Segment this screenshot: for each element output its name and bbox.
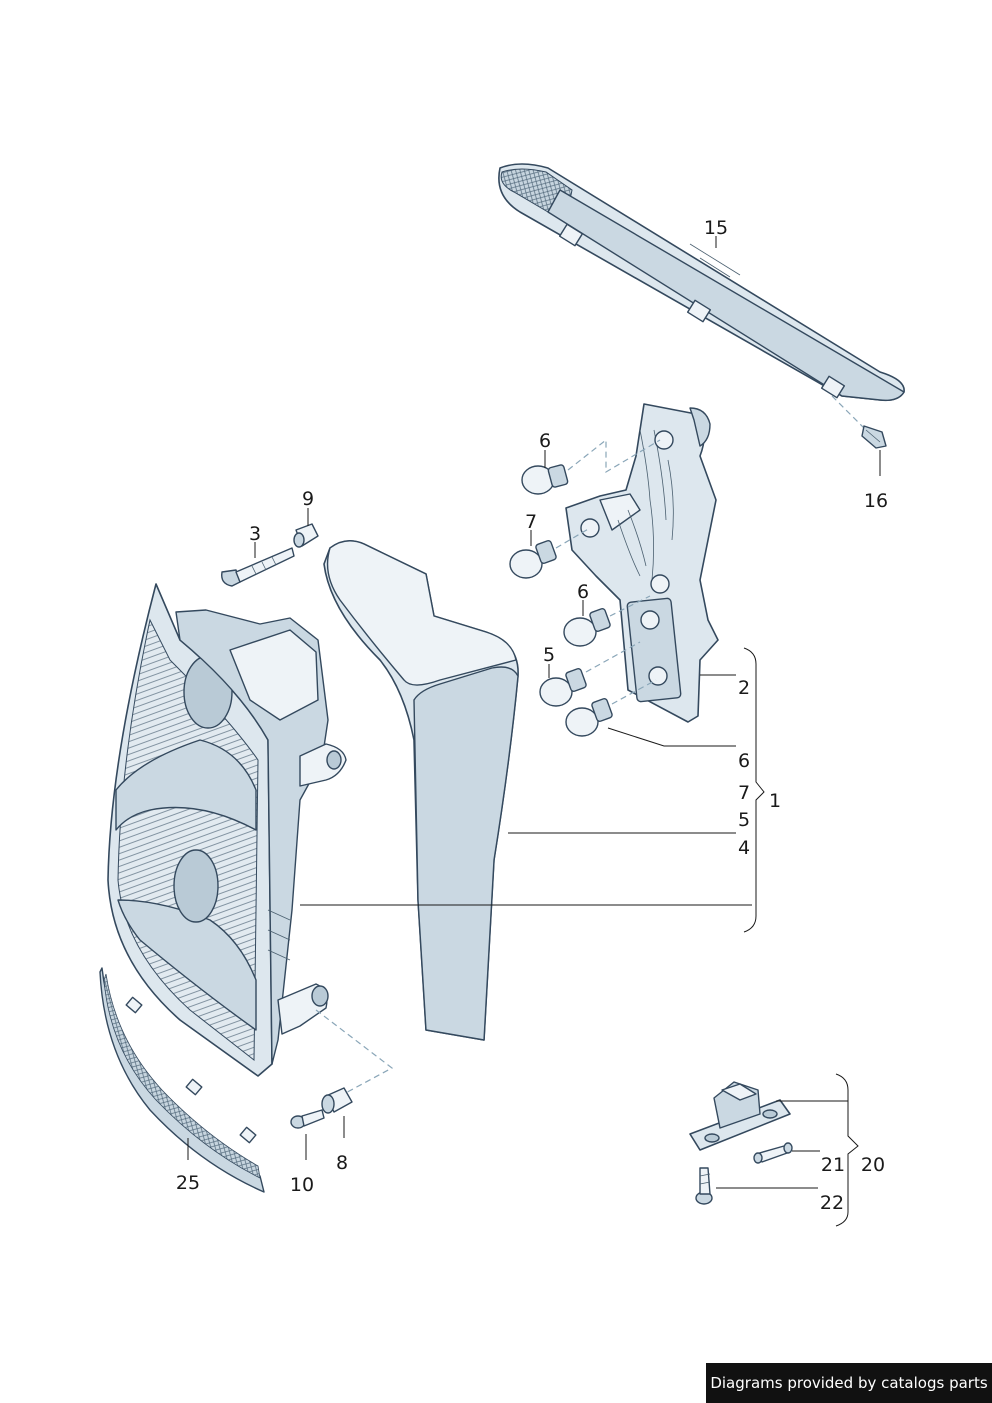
bulb-6-low (565, 698, 613, 737)
callout-5-right: 5 (738, 809, 750, 831)
bulb-5 (539, 668, 587, 707)
callout-6-right: 6 (738, 750, 750, 772)
nut-8 (321, 1087, 353, 1114)
callout-7-right: 7 (738, 782, 750, 804)
tail-light-housing (107, 583, 347, 1077)
brake-light-bar (498, 163, 905, 402)
bulb-6-top (521, 464, 569, 495)
callout-6-mid: 6 (577, 581, 589, 603)
screw-16 (831, 395, 887, 449)
bulb-21 (753, 1142, 793, 1164)
license-plate-light (689, 1081, 791, 1151)
callout-4: 4 (738, 837, 750, 859)
callout-20: 20 (861, 1154, 885, 1176)
screw-22 (695, 1167, 713, 1205)
callout-21: 21 (821, 1154, 845, 1176)
cap-9 (293, 523, 319, 548)
footer-credit: Diagrams provided by catalogs parts (706, 1363, 992, 1403)
callout-8: 8 (336, 1152, 348, 1174)
callout-5-left: 5 (543, 644, 555, 666)
bulb-carrier (565, 403, 719, 723)
callout-22: 22 (820, 1192, 844, 1214)
callout-15: 15 (704, 217, 728, 239)
callout-9: 9 (302, 488, 314, 510)
callout-10: 10 (290, 1174, 314, 1196)
leader-lines (187, 236, 881, 1227)
callout-3: 3 (249, 523, 261, 545)
reflector-25 (99, 967, 265, 1193)
callout-2: 2 (738, 677, 750, 699)
bolt-3 (221, 547, 295, 587)
callout-16: 16 (864, 490, 888, 512)
callout-7-left: 7 (525, 511, 537, 533)
housing-seal (323, 540, 519, 1041)
bulb-7 (509, 540, 557, 579)
bulb-6-mid (563, 608, 611, 647)
callout-25: 25 (176, 1172, 200, 1194)
callout-labels: 15 16 6 7 9 3 6 5 2 6 7 5 4 1 25 10 8 21… (176, 217, 888, 1214)
callout-6-top: 6 (539, 430, 551, 452)
callout-1: 1 (769, 790, 781, 812)
screw-10 (290, 1109, 325, 1129)
